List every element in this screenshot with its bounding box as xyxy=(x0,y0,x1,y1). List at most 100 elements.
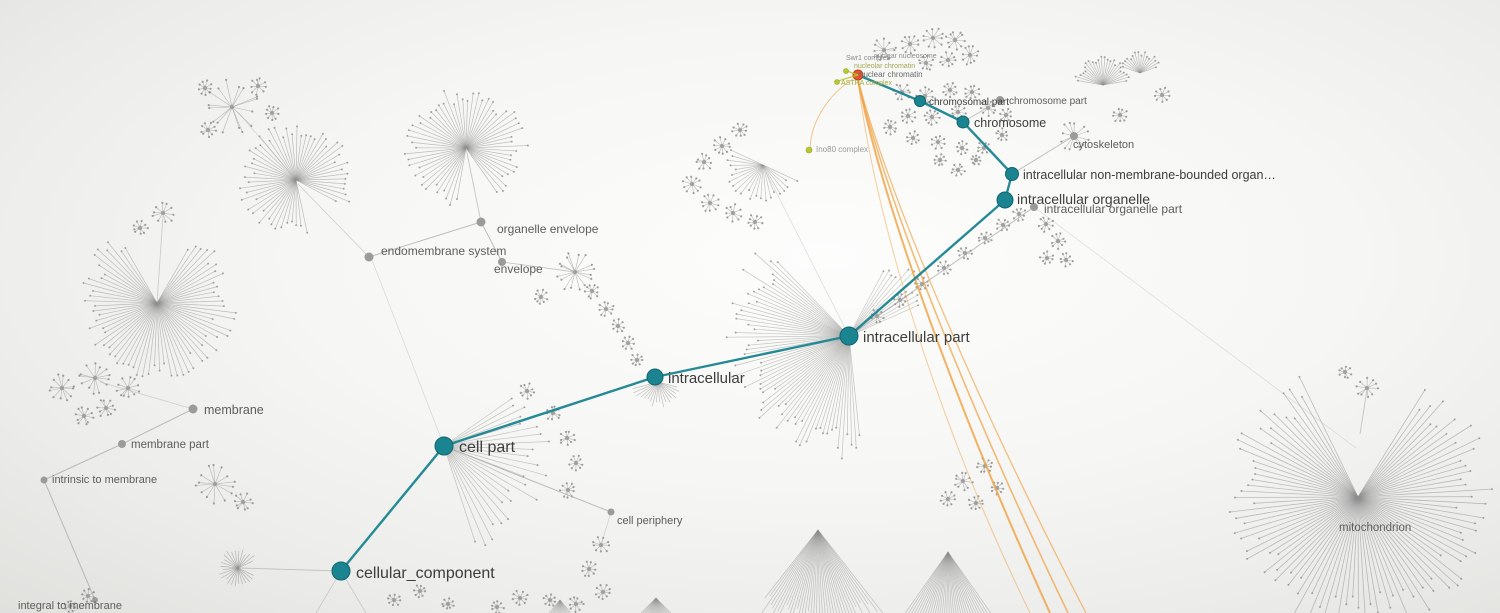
term-label-nucleolar-chromatin[interactable]: nucleolar chromatin xyxy=(854,63,915,70)
cluster-spoke-tip xyxy=(262,90,265,93)
cluster-spoke-tip xyxy=(1015,208,1018,211)
cluster-spoke-tip xyxy=(1474,552,1477,554)
graph-node-non-membrane-organelle[interactable] xyxy=(1005,167,1019,181)
graph-node-intracellular[interactable] xyxy=(646,368,664,386)
term-label-mitochondrion[interactable]: mitochondrion xyxy=(1339,522,1411,534)
term-label-nuclear-nucleosome[interactable]: nuclear nucleosome xyxy=(874,53,937,60)
node-label-cell-part[interactable]: cell part xyxy=(459,439,516,456)
graph-node-intracellular-organelle[interactable] xyxy=(996,191,1014,209)
graph-node-cell-periphery[interactable] xyxy=(607,508,615,516)
cluster-spoke-tip xyxy=(77,422,80,425)
node-label-membrane[interactable]: membrane xyxy=(204,403,264,417)
cluster-spoke-tip xyxy=(59,397,62,400)
graph-node-membrane-part[interactable] xyxy=(118,440,126,448)
cluster-spoke xyxy=(419,147,467,168)
cluster-spoke xyxy=(253,158,297,181)
cluster-spoke xyxy=(156,302,224,307)
node-label-cellular-component[interactable]: cellular_component xyxy=(356,565,495,582)
complex-marker-dot[interactable] xyxy=(843,68,849,74)
graph-node-intracellular-organelle-part[interactable] xyxy=(1030,203,1038,211)
cluster-spoke-tip xyxy=(140,219,143,223)
cluster-spoke xyxy=(436,147,467,193)
term-label-ino80-complex[interactable]: Ino80 complex xyxy=(816,145,868,154)
node-layer xyxy=(40,69,1078,603)
node-cluster-burst xyxy=(621,335,636,350)
cluster-spoke-tip xyxy=(882,37,886,40)
cluster-spoke xyxy=(759,335,850,419)
node-cluster-burst xyxy=(1355,376,1380,398)
cluster-spoke xyxy=(1357,496,1434,592)
cluster-spoke xyxy=(1246,496,1359,560)
node-label-chromosome-part[interactable]: chromosome part xyxy=(1009,96,1087,107)
graph-node-organelle-envelope[interactable] xyxy=(476,217,486,227)
cluster-spoke-tip xyxy=(898,305,901,308)
cluster-spoke-tip xyxy=(734,168,737,171)
cluster-spoke-tip xyxy=(1421,586,1424,589)
graph-node-chromosome-part[interactable] xyxy=(996,96,1004,104)
term-label-astra-complex[interactable]: ASTRA complex xyxy=(841,80,892,87)
graph-node-integral-to-membrane[interactable] xyxy=(92,597,98,603)
term-label-swr1-complex[interactable]: Swr1 complex xyxy=(846,55,890,62)
node-label-intracellular-part[interactable]: intracellular part xyxy=(863,329,971,346)
node-label-intracellular-organelle-part[interactable]: intracellular organelle part xyxy=(1044,202,1183,216)
node-label-integral-to-membrane[interactable]: integral to membrane xyxy=(18,600,122,612)
graph-node-membrane[interactable] xyxy=(188,404,198,414)
node-label-chromosomal-part[interactable]: chromosomal part xyxy=(929,97,1009,108)
term-label-nuclear-chromatin[interactable]: nuclear chromatin xyxy=(859,70,923,79)
cluster-spoke-tip xyxy=(610,312,613,315)
graph-node-cell-part[interactable] xyxy=(434,436,454,456)
node-label-membrane-part[interactable]: membrane part xyxy=(131,439,210,451)
graph-node-cellular-component[interactable] xyxy=(331,561,351,581)
node-label-cell-periphery[interactable]: cell periphery xyxy=(617,515,683,527)
cluster-spoke-tip xyxy=(765,199,768,202)
graph-node-chromosomal-part[interactable] xyxy=(914,95,926,107)
complex-marker-dot[interactable] xyxy=(834,79,840,85)
cluster-spoke xyxy=(559,599,567,613)
cluster-spoke-tip xyxy=(740,215,743,218)
node-label-intracellular[interactable]: intracellular xyxy=(668,370,745,387)
node-label-endomembrane-system[interactable]: endomembrane system xyxy=(381,244,506,258)
node-label-intrinsic-to-membrane[interactable]: intrinsic to membrane xyxy=(52,474,157,486)
graph-node-intracellular-part[interactable] xyxy=(839,326,859,346)
cluster-spoke xyxy=(213,464,216,485)
node-label-envelope[interactable]: envelope xyxy=(494,262,543,276)
cluster-spoke-tip xyxy=(750,214,753,217)
cluster-spoke xyxy=(947,551,992,613)
node-cluster-burst xyxy=(873,37,897,62)
complex-marker-dot[interactable] xyxy=(805,146,813,154)
graph-node-envelope[interactable] xyxy=(498,258,506,266)
node-label-organelle-envelope[interactable]: organelle envelope xyxy=(497,222,599,236)
node-cluster-burst xyxy=(1050,232,1067,250)
node-label-intracellular-organelle[interactable]: intracellular organelle xyxy=(1017,191,1150,207)
graph-node-intrinsic-to-membrane[interactable] xyxy=(40,476,48,484)
node-label-chromosome[interactable]: chromosome xyxy=(974,116,1046,130)
cluster-spoke-tip xyxy=(713,139,716,142)
cluster-spoke-tip xyxy=(496,600,499,603)
node-label-non-membrane-organelle[interactable]: intracellular non-membrane-bounded organ… xyxy=(1023,168,1276,182)
node-label-cytoskeleton[interactable]: cytoskeleton xyxy=(1073,139,1134,151)
cluster-spoke xyxy=(1357,496,1463,541)
cluster-spoke-tip xyxy=(959,31,962,34)
cluster-spoke xyxy=(156,249,189,304)
cluster-spoke-tip xyxy=(1119,70,1122,73)
cluster-spoke-tip xyxy=(630,358,633,361)
cluster-spoke-tip xyxy=(120,250,123,253)
cluster-spoke-tip xyxy=(721,152,724,155)
graph-node-cytoskeleton[interactable] xyxy=(1070,132,1078,140)
cluster-spoke xyxy=(1132,55,1141,74)
cluster-spoke xyxy=(848,335,852,445)
cluster-spoke-tip xyxy=(731,130,734,133)
cluster-spoke-tip xyxy=(406,134,409,137)
cluster-spoke-tip xyxy=(534,297,537,301)
graph-node-endomembrane-system[interactable] xyxy=(364,252,374,262)
cluster-spoke-tip xyxy=(243,176,246,179)
cluster-spoke xyxy=(227,567,239,584)
cluster-spoke-tip xyxy=(875,321,878,324)
graph-node-chromosome[interactable] xyxy=(956,115,970,129)
cluster-spoke xyxy=(570,271,576,288)
cluster-spoke-tip xyxy=(743,353,746,356)
cluster-spoke xyxy=(777,529,819,612)
cluster-spoke-tip xyxy=(531,388,534,391)
graph-stem-line xyxy=(238,567,342,572)
